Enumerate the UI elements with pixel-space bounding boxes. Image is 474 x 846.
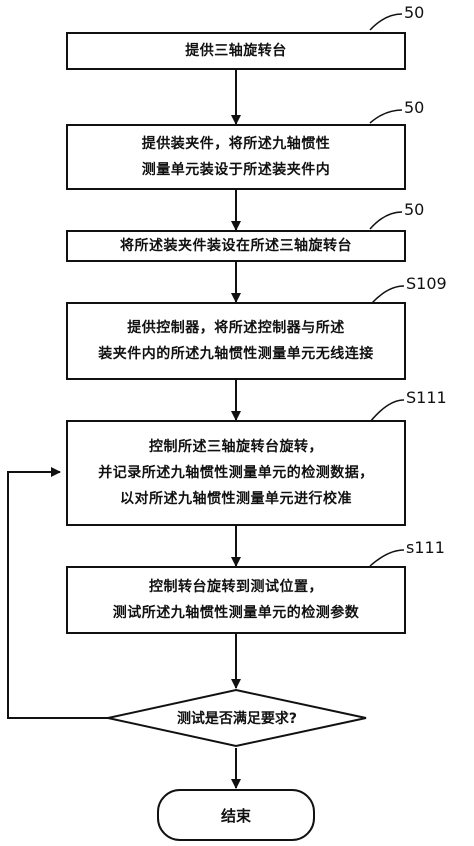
step-5-box: 控制所述三轴旋转台旋转， 并记录所述九轴惯性测量单元的检测数据， 以对所述九轴惯… (66, 420, 406, 526)
step-4-line-2: 装夹件内的所述九轴惯性测量单元无线连接 (98, 346, 374, 362)
step-6-tag: s111 (406, 538, 445, 557)
step-3-line-1: 将所述装夹件装设在所述三轴旋转台 (120, 238, 352, 254)
step-6-box: 控制转台旋转到测试位置， 测试所述九轴惯性测量单元的检测参数 (66, 566, 406, 634)
step-1-line-1: 提供三轴旋转台 (185, 43, 287, 59)
tag-leader-5 (369, 399, 405, 423)
step-4-tag: S109 (406, 274, 447, 293)
step-2-line-1: 提供装夹件，将所述九轴惯性 (141, 136, 331, 152)
step-1-tag: 50 (404, 3, 425, 22)
step-5-line-1: 控制所述三轴旋转台旋转， (149, 439, 323, 455)
loop-back-arrow (7, 467, 108, 719)
step-2-tag: 50 (404, 98, 425, 117)
step-1-box: 提供三轴旋转台 (66, 32, 406, 70)
step-2-line-2: 测量单元装设于所述装夹件内 (141, 162, 331, 178)
end-label: 结束 (220, 807, 251, 825)
tag-leader-3 (369, 211, 403, 230)
decision-label: 测试是否满足要求? (176, 711, 298, 727)
decision-diamond (107, 688, 367, 748)
step-2-box: 提供装夹件，将所述九轴惯性 测量单元装设于所述装夹件内 (66, 124, 406, 190)
step-4-box: 提供控制器，将所述控制器与所述 装夹件内的所述九轴惯性测量单元无线连接 (66, 302, 406, 380)
tag-leader-4 (371, 285, 405, 304)
end-terminator (157, 789, 315, 841)
step-4-line-1: 提供控制器，将所述控制器与所述 (127, 320, 345, 336)
step-3-tag: 50 (404, 200, 425, 219)
step-6-line-1: 控制转台旋转到测试位置， (149, 579, 323, 595)
step-5-line-2: 并记录所述九轴惯性测量单元的检测数据， (98, 465, 374, 481)
step-3-box: 将所述装夹件装设在所述三轴旋转台 (66, 230, 406, 262)
step-6-line-2: 测试所述九轴惯性测量单元的检测参数 (112, 605, 360, 621)
tag-leader-1 (369, 13, 403, 31)
step-5-tag: S111 (406, 388, 447, 407)
step-5-line-3: 以对所述九轴惯性测量单元进行校准 (120, 491, 352, 507)
tag-leader-2 (369, 109, 403, 124)
tag-leader-6 (369, 549, 405, 567)
